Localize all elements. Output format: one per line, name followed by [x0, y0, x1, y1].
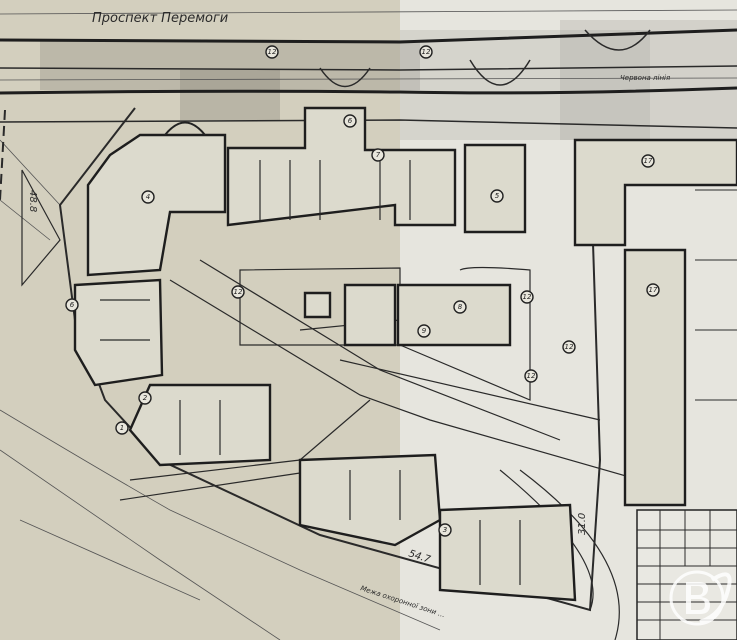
svg-text:9: 9 — [422, 327, 427, 335]
building-marker: 12 — [524, 369, 538, 383]
street-lines — [0, 9, 737, 241]
svg-text:8: 8 — [458, 303, 463, 311]
building-marker: 6 — [65, 298, 79, 312]
watermark-logo — [669, 570, 732, 626]
street-label: Проспект Перемоги — [92, 11, 228, 26]
svg-text:4: 4 — [146, 193, 150, 201]
svg-text:12: 12 — [523, 293, 532, 301]
svg-text:12: 12 — [527, 372, 536, 380]
svg-text:12: 12 — [268, 48, 277, 56]
building-marker: 7 — [371, 148, 385, 162]
building-marker: 2 — [138, 391, 152, 405]
buildings — [73, 106, 737, 602]
svg-text:6: 6 — [348, 117, 353, 125]
building-marker: 6 — [343, 114, 357, 128]
svg-text:5: 5 — [495, 192, 500, 200]
svg-text:17: 17 — [649, 286, 658, 294]
building-marker: 12 — [419, 45, 433, 59]
building-marker: 3 — [438, 523, 452, 537]
svg-text:12: 12 — [234, 288, 243, 296]
building-marker: 12 — [231, 285, 245, 299]
paper-left — [0, 0, 400, 640]
left-triangle — [21, 169, 61, 287]
building-marker: 12 — [520, 290, 534, 304]
red-line-label: Червона лінія — [620, 74, 670, 82]
svg-text:12: 12 — [422, 48, 431, 56]
building-marker: 5 — [490, 189, 504, 203]
building-marker: 1 — [115, 421, 129, 435]
building-marker: 8 — [453, 300, 467, 314]
svg-text:12: 12 — [565, 343, 574, 351]
svg-text:17: 17 — [644, 157, 653, 165]
svg-text:3: 3 — [443, 526, 447, 534]
building-marker: 17 — [646, 283, 660, 297]
dimension-left: 48.8 — [27, 190, 38, 212]
dimension-right: 31.0 — [577, 513, 588, 535]
svg-text:1: 1 — [120, 424, 124, 432]
building-marker: 12 — [265, 45, 279, 59]
svg-text:2: 2 — [143, 394, 148, 402]
building-number-markers: 12 12 6 7 4 5 17 17 12 8 9 12 12 6 2 1 1… — [65, 45, 660, 537]
svg-text:6: 6 — [70, 301, 75, 309]
building-marker: 17 — [641, 154, 655, 168]
svg-text:7: 7 — [376, 151, 381, 159]
building-marker: 4 — [141, 190, 155, 204]
building-marker: 12 — [562, 340, 576, 354]
building-marker: 9 — [417, 324, 431, 338]
